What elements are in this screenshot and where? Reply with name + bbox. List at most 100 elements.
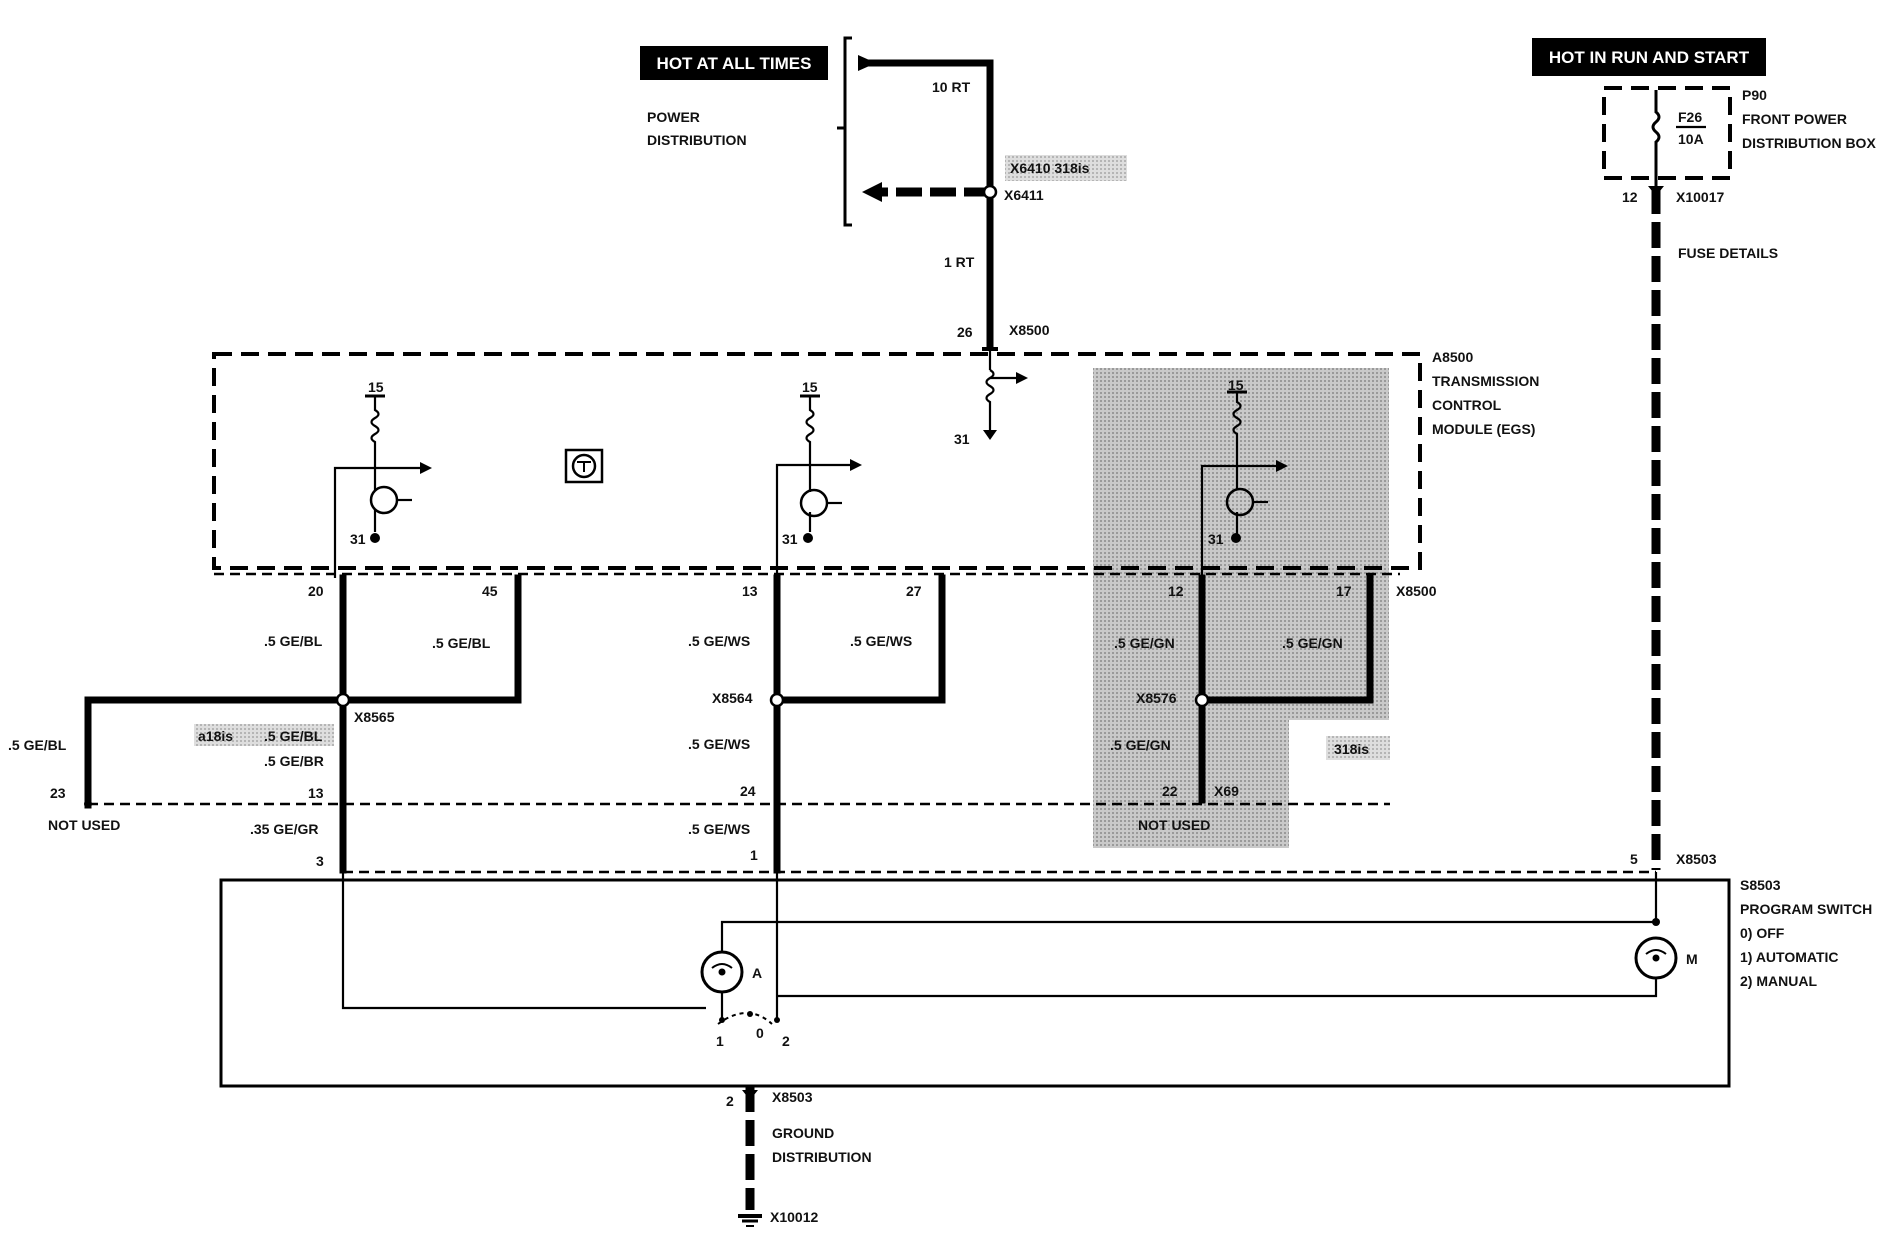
pin-13: 13 xyxy=(742,583,758,599)
svg-text:HOT AT ALL TIMES: HOT AT ALL TIMES xyxy=(657,54,812,73)
connector-x8500-top: X8500 xyxy=(1009,322,1050,338)
module-ground-31-top: 31 xyxy=(954,431,970,447)
program-switch-outline xyxy=(219,878,1731,1088)
switch-pos-2: 2 xyxy=(782,1033,790,1049)
pin-12: 12 xyxy=(1168,583,1184,599)
fuse-box-outline xyxy=(1602,86,1732,180)
output-driver-3 xyxy=(1200,390,1288,578)
wire-group-gegn xyxy=(1194,574,1374,804)
ground-wire xyxy=(738,1086,762,1227)
pin-22: 22 xyxy=(1162,783,1178,799)
wire-label-1rt: 1 RT xyxy=(944,254,975,270)
fuse-f26-label: F26 xyxy=(1678,109,1702,125)
transmission-control-module-outline xyxy=(212,352,1422,570)
fuse-f26-icon xyxy=(1651,90,1661,200)
switch-option-off: 0) OFF xyxy=(1740,925,1785,941)
lamp-a-label: A xyxy=(752,965,762,981)
wire-label-gebl-1: .5 GE/BL xyxy=(264,633,323,649)
module-id: A8500 xyxy=(1432,349,1473,365)
power-feed-wire xyxy=(858,55,998,349)
hot-at-all-times-header: HOT AT ALL TIMES xyxy=(640,46,828,80)
not-used-left: NOT USED xyxy=(48,817,120,833)
wire-label-gews-1: .5 GE/WS xyxy=(688,633,750,649)
ground-connector-x10012: X10012 xyxy=(770,1209,818,1225)
wire-label-10rt: 10 RT xyxy=(932,79,971,95)
hot-in-run-and-start-header: HOT IN RUN AND START xyxy=(1532,38,1766,76)
switch-pos-1: 1 xyxy=(716,1033,724,1049)
pin-17: 17 xyxy=(1336,583,1352,599)
fuse-amps-label: 10A xyxy=(1678,131,1704,147)
pin-26: 26 xyxy=(957,324,973,340)
indicator-lamp-a-icon xyxy=(700,950,744,994)
wire-label-gegn-1: .5 GE/GN xyxy=(1114,635,1175,651)
driver3-term-15: 15 xyxy=(1228,377,1244,393)
driver3-term-31: 31 xyxy=(1208,531,1224,547)
switch-option-automatic: 1) AUTOMATIC xyxy=(1740,949,1839,965)
fuse-box-label-1: FRONT POWER xyxy=(1742,111,1847,127)
wire-label-gegr: .35 GE/GR xyxy=(250,821,318,837)
ground-distribution-label-2: DISTRIBUTION xyxy=(772,1149,872,1165)
ground-pin-2: 2 xyxy=(726,1093,734,1109)
module-label-3: MODULE (EGS) xyxy=(1432,421,1535,437)
module-supply-circuit xyxy=(982,345,1028,440)
driver1-term-31: 31 xyxy=(350,531,366,547)
esd-symbol-icon xyxy=(564,448,604,484)
connector-x10017: X10017 xyxy=(1676,189,1724,205)
ground-distribution-label-1: GROUND xyxy=(772,1125,834,1141)
pin-27: 27 xyxy=(906,583,922,599)
output-driver-2 xyxy=(775,394,862,578)
power-distribution-label-2: DISTRIBUTION xyxy=(647,132,747,148)
wire-label-gews-2: .5 GE/WS xyxy=(850,633,912,649)
wire-label-gegn-2: .5 GE/GN xyxy=(1282,635,1343,651)
switch-option-manual: 2) MANUAL xyxy=(1740,973,1817,989)
power-distribution-label-1: POWER xyxy=(647,109,700,125)
driver1-term-15: 15 xyxy=(368,379,384,395)
pin-1: 1 xyxy=(750,847,758,863)
wire-group-gebl xyxy=(84,574,522,874)
switch-pos-0: 0 xyxy=(756,1025,764,1041)
pin-3: 3 xyxy=(316,853,324,869)
lamp-m-label: M xyxy=(1686,951,1698,967)
pin-13-lower: 13 xyxy=(308,785,324,801)
output-driver-1 xyxy=(333,394,432,578)
module-label-2: CONTROL xyxy=(1432,397,1502,413)
connector-x8565: X8565 xyxy=(354,709,395,725)
indicator-lamp-m-icon xyxy=(1634,936,1678,980)
switch-internal-wiring xyxy=(341,872,1660,1025)
wire-label-gebl-2: .5 GE/BL xyxy=(432,635,491,651)
module-label-1: TRANSMISSION xyxy=(1432,373,1539,389)
connector-x8564: X8564 xyxy=(712,690,753,706)
wire-label-gebr: .5 GE/BR xyxy=(264,753,324,769)
not-used-right: NOT USED xyxy=(1138,817,1210,833)
svg-text:HOT IN RUN AND START: HOT IN RUN AND START xyxy=(1549,48,1750,67)
wire-label-gegn-3: .5 GE/GN xyxy=(1110,737,1171,753)
fuse-details-label: FUSE DETAILS xyxy=(1678,245,1778,261)
wire-label-gews-4: .5 GE/WS xyxy=(688,821,750,837)
fuse-pin-12: 12 xyxy=(1622,189,1638,205)
ground-connector-x8503: X8503 xyxy=(772,1089,813,1105)
switch-label: PROGRAM SWITCH xyxy=(1740,901,1872,917)
pin-23: 23 xyxy=(50,785,66,801)
connector-x8500: X8500 xyxy=(1396,583,1437,599)
pin-45: 45 xyxy=(482,583,498,599)
driver2-term-15: 15 xyxy=(802,379,818,395)
wire-label-gebl-left: .5 GE/BL xyxy=(8,737,67,753)
pin-20: 20 xyxy=(308,583,324,599)
pin-5: 5 xyxy=(1630,851,1638,867)
driver2-term-31: 31 xyxy=(782,531,798,547)
wire-label-gebl-3: .5 GE/BL xyxy=(264,728,323,744)
connector-x6410: X6410 318is xyxy=(1010,160,1090,176)
power-distribution-bracket xyxy=(843,36,852,227)
wire-group-gews xyxy=(769,574,946,874)
switch-id: S8503 xyxy=(1740,877,1781,893)
fuse-box-id: P90 xyxy=(1742,87,1767,103)
fuse-box-label-2: DISTRIBUTION BOX xyxy=(1742,135,1876,151)
connector-x8576: X8576 xyxy=(1136,690,1177,706)
connector-x6411: X6411 xyxy=(1004,187,1044,203)
connector-x8503: X8503 xyxy=(1676,851,1717,867)
variant-318is: 318is xyxy=(1334,741,1369,757)
variant-shaded-region xyxy=(1093,368,1389,848)
wire-label-gews-3: .5 GE/WS xyxy=(688,736,750,752)
variant-a18is: a18is xyxy=(198,728,233,744)
